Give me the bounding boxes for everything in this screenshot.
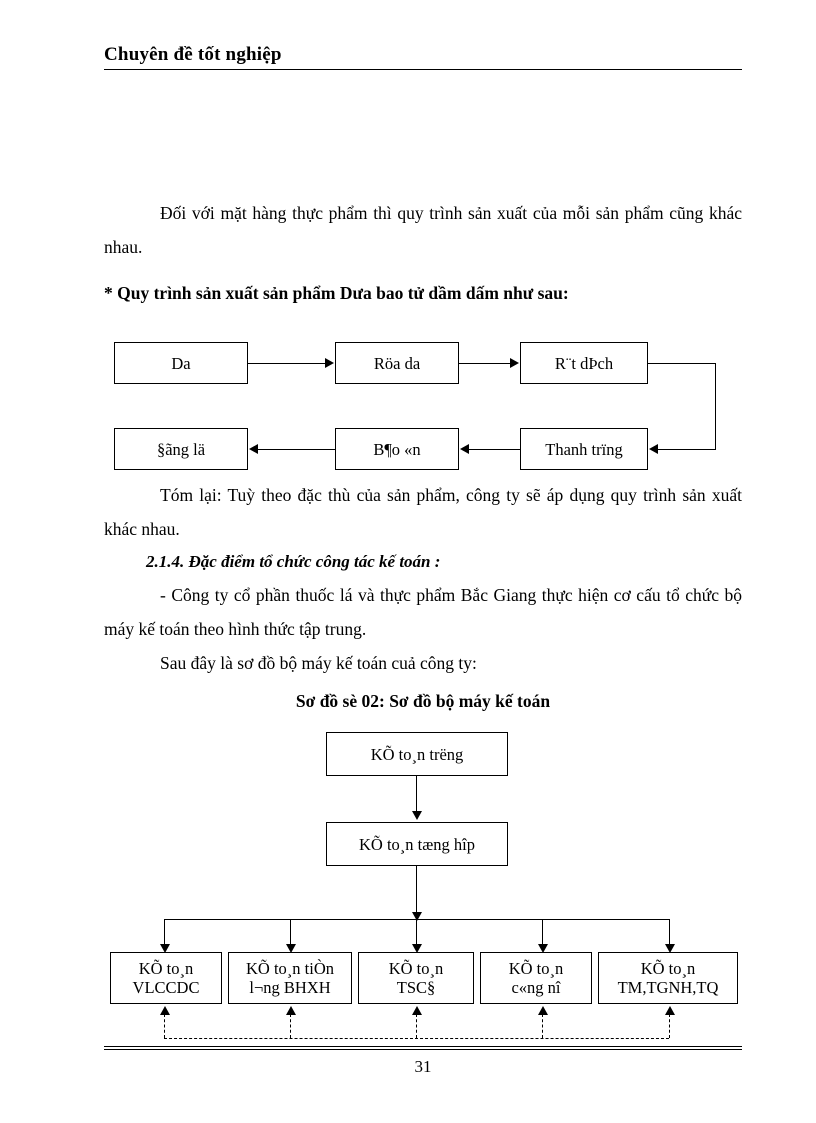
arrowhead-second-bus: [412, 912, 422, 921]
arrowhead-leaf-5: [665, 944, 675, 953]
page-footer: 31: [104, 1046, 742, 1080]
connector-loop-left: [658, 449, 716, 450]
org-node-leaf-2: KÕ to¸n tiÒn l­¬ng BHXH: [228, 952, 352, 1004]
paragraph-company: - Công ty cổ phần thuốc lá và thực phẩm …: [104, 585, 742, 639]
process-node-rua-da: Röa da: [335, 342, 459, 384]
section-heading-2-1-4: 2.1.4. Đặc điểm tổ chức công tác kế toán…: [146, 552, 441, 571]
dashed-arrowhead-leaf-4: [538, 1006, 548, 1015]
connector-bus-leaf-4: [542, 919, 543, 951]
org-leaf-4-line2: c«ng nî: [511, 978, 561, 997]
diagram-title: Sơ đồ sè 02: Sơ đồ bộ máy kế toán: [295, 691, 551, 711]
arrowhead-top-second: [412, 811, 422, 820]
dashed-connector-leaf-3: [416, 1014, 417, 1038]
connector-da-ruada: [248, 363, 326, 364]
arrowhead-leaf-3: [412, 944, 422, 953]
dashed-connector-leaf-4: [542, 1014, 543, 1038]
dashed-arrowhead-leaf-2: [286, 1006, 296, 1015]
page-content: Đối với mặt hàng thực phẩm thì quy trình…: [104, 196, 742, 1039]
dashed-arrowhead-leaf-3: [412, 1006, 422, 1015]
org-node-leaf-1: KÕ to¸n VLCCDC: [110, 952, 222, 1004]
process-node-rot-dich: R¨t dÞch: [520, 342, 648, 384]
dashed-connector-leaf-1: [164, 1014, 165, 1038]
org-leaf-2-line2: l­¬ng BHXH: [249, 978, 331, 997]
connector-bus-leaf-1: [164, 919, 165, 951]
process-heading: * Quy trình sản xuất sản phẩm Dưa bao tử…: [104, 283, 569, 303]
org-leaf-1-line1: KÕ to¸n: [138, 959, 194, 978]
dashed-connector-leaf-5: [669, 1014, 670, 1038]
process-node-dong-lo: §ãng lä: [114, 428, 248, 470]
arrowhead-baoon-donglo: [249, 444, 258, 454]
connector-bus-leaf-5: [669, 919, 670, 951]
arrowhead-thanhtrung-baoon: [460, 444, 469, 454]
org-leaf-4-line1: KÕ to¸n: [508, 959, 564, 978]
connector-baoon-donglo: [258, 449, 335, 450]
paragraph-leadin: Sau đây là sơ đồ bộ máy kế toán cuả công…: [160, 653, 477, 673]
connector-second-bus: [416, 866, 417, 919]
org-leaf-3-line1: KÕ to¸n: [388, 959, 444, 978]
process-node-da: Da: [114, 342, 248, 384]
page-header: Chuyên đề tốt nghiệp: [104, 44, 742, 70]
paragraph-summary: Tóm lại: Tuỳ theo đặc thù của sản phẩm, …: [104, 485, 742, 539]
org-node-ke-toan-truong: KÕ to¸n tr­ëng: [326, 732, 508, 776]
connector-bus-leaf-2: [290, 919, 291, 951]
org-node-ke-toan-tong-hop: KÕ to¸n tæng hîp: [326, 822, 508, 866]
arrowhead-leaf-4: [538, 944, 548, 953]
process-flow-diagram: Da Röa da R¨t dÞch §ãng lä B¶o «n Thanh …: [104, 308, 742, 470]
arrowhead-loop-thanhtrung: [649, 444, 658, 454]
connector-rotdich-right: [648, 363, 716, 364]
dashed-bus-horizontal: [164, 1038, 669, 1039]
arrowhead-ruada-rotdich: [510, 358, 519, 368]
connector-bus-leaf-3: [416, 919, 417, 951]
header-divider: [104, 68, 742, 70]
spacer: [104, 264, 742, 278]
arrowhead-leaf-1: [160, 944, 170, 953]
connector-ruada-rotdich: [459, 363, 511, 364]
footer-divider-bottom: [104, 1049, 742, 1050]
org-node-leaf-4: KÕ to¸n c«ng nî: [480, 952, 592, 1004]
page-number: 31: [414, 1057, 432, 1076]
paragraph-intro: Đối với mặt hàng thực phẩm thì quy trình…: [104, 203, 742, 257]
header-title: Chuyên đề tốt nghiệp: [104, 44, 282, 65]
org-leaf-5-line2: TM,TGNH,TQ: [617, 978, 719, 997]
footer-divider-top: [104, 1046, 742, 1047]
arrowhead-leaf-2: [286, 944, 296, 953]
process-node-bao-on: B¶o «n: [335, 428, 459, 470]
arrowhead-da-ruada: [325, 358, 334, 368]
dashed-connector-leaf-2: [290, 1014, 291, 1038]
org-node-leaf-5: KÕ to¸n TM,TGNH,TQ: [598, 952, 738, 1004]
org-chart-diagram: KÕ to¸n tr­ëng KÕ to¸n tæng hîp: [104, 716, 742, 1039]
dashed-arrowhead-leaf-5: [665, 1006, 675, 1015]
org-node-leaf-3: KÕ to¸n TSC§: [358, 952, 474, 1004]
org-leaf-3-line2: TSC§: [396, 978, 436, 997]
connector-thanhtrung-baoon: [469, 449, 520, 450]
connector-loop-down: [715, 363, 716, 449]
org-leaf-2-line1: KÕ to¸n tiÒn: [246, 959, 334, 978]
process-node-thanh-trung: Thanh trïng: [520, 428, 648, 470]
connector-top-second: [416, 776, 417, 818]
org-leaf-1-line2: VLCCDC: [132, 978, 200, 997]
org-leaf-5-line1: KÕ to¸n: [640, 959, 696, 978]
dashed-arrowhead-leaf-1: [160, 1006, 170, 1015]
